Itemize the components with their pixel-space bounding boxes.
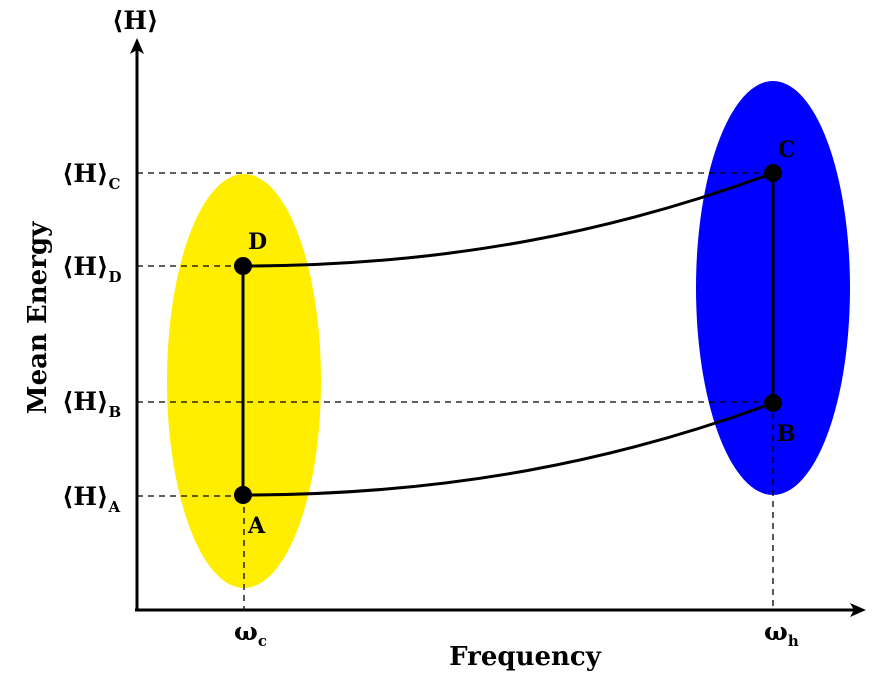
y-tick-label-C: ⟨H⟩C — [62, 159, 120, 193]
state-label-C: C — [778, 137, 796, 163]
state-point-B — [764, 394, 782, 412]
state-label-D: D — [248, 229, 267, 255]
x-tick-label-omega-h: ωh — [764, 617, 799, 650]
y-tick-label-D: ⟨H⟩D — [62, 252, 122, 286]
y-tick-label-B: ⟨H⟩B — [62, 387, 121, 421]
cycle-path-D-to-C — [242, 171, 774, 268]
state-point-D — [234, 257, 252, 275]
x-tick-label-omega-c: ωc — [234, 617, 267, 650]
y-axis-arrowhead — [130, 38, 144, 54]
y-tick-label-A: ⟨H⟩A — [62, 482, 120, 516]
y-axis-title: Mean Energy — [23, 221, 53, 414]
cycle-path-A-to-B — [242, 401, 774, 497]
state-label-A: A — [247, 513, 266, 539]
x-axis-title: Frequency — [449, 642, 602, 672]
state-label-B: B — [777, 421, 796, 447]
x-axis-arrowhead — [850, 603, 866, 617]
state-point-C — [764, 164, 782, 182]
y-axis-symbol: ⟨H⟩ — [112, 6, 158, 35]
state-point-A — [234, 486, 252, 504]
